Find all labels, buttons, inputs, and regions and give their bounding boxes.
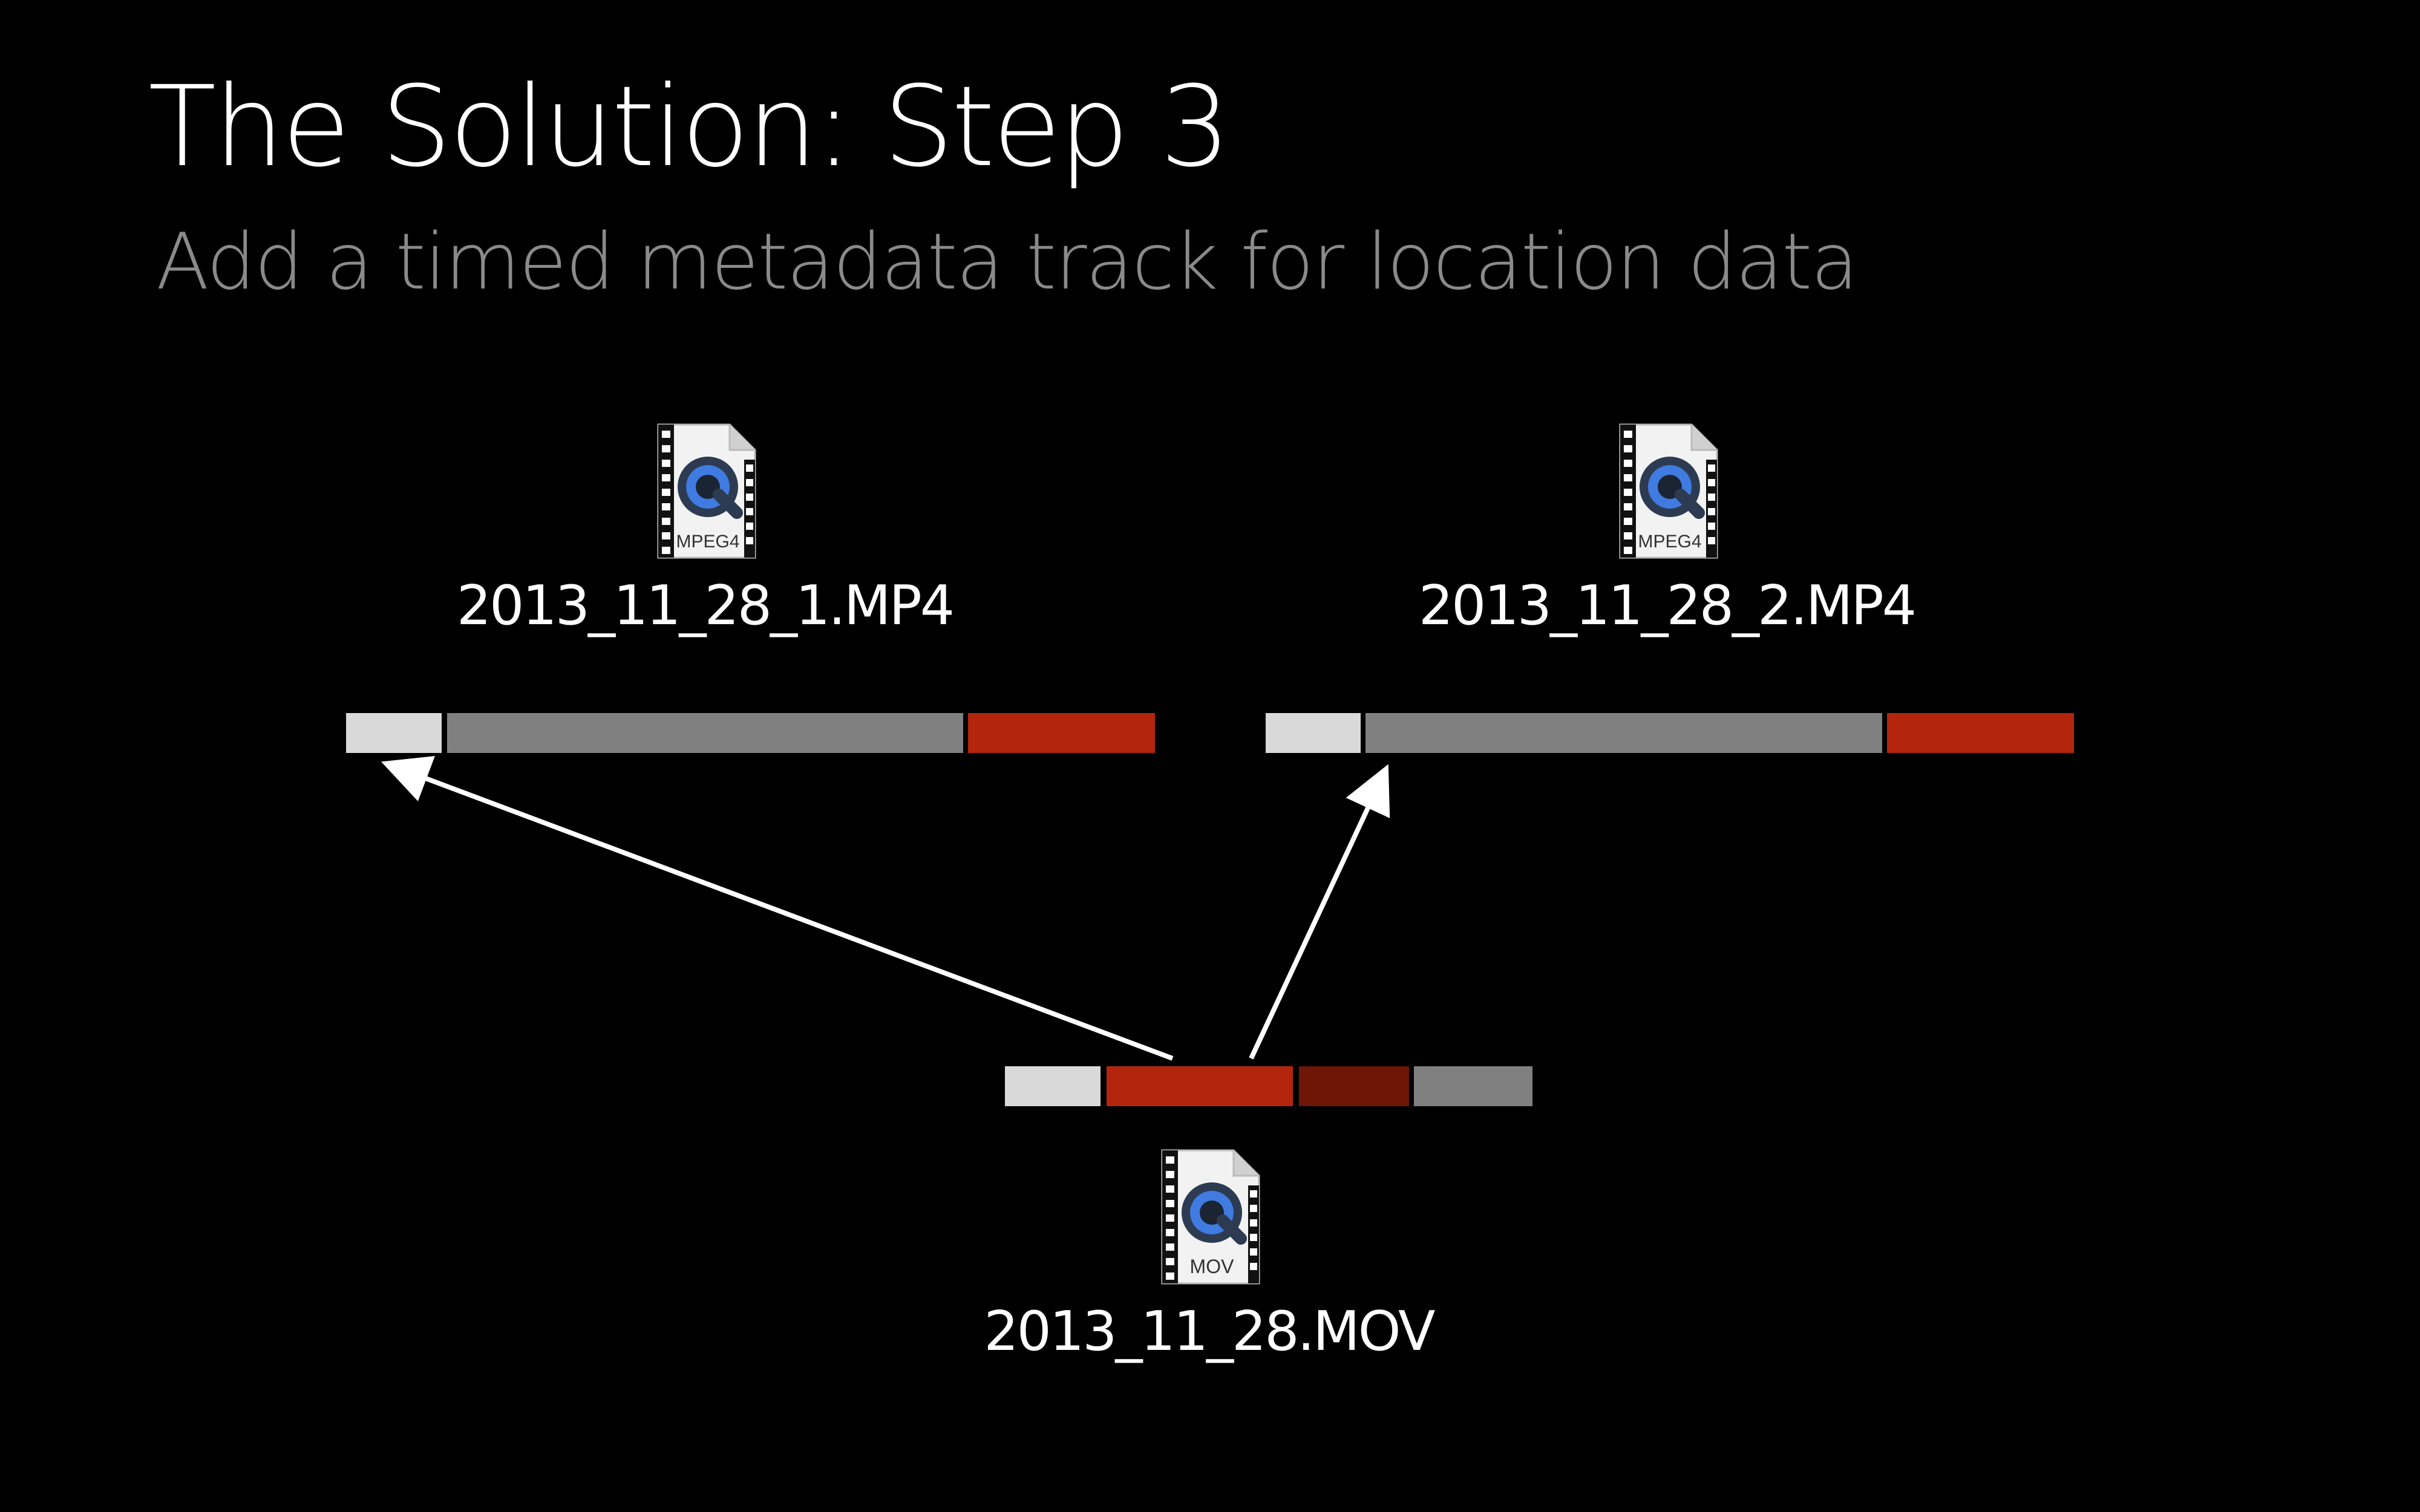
file-mp4-1: MPEG4 2013_11_28_1.MP4 [402, 423, 1007, 637]
arrow-to-mp4-1 [381, 756, 1174, 1061]
file-mp4-2: MPEG4 2013_11_28_2.MP4 [1364, 423, 1969, 637]
mov-header-segment [1005, 1066, 1100, 1106]
file-name: 2013_11_28.MOV [984, 1300, 1435, 1363]
mp4-1-media-segment [447, 713, 963, 753]
file-name: 2013_11_28_1.MP4 [456, 574, 955, 637]
mp4-1-header-segment [346, 713, 442, 753]
file-mov: MOV 2013_11_28.MOV [906, 1149, 1511, 1363]
quicktime-file-icon: MOV [1161, 1149, 1260, 1285]
icon-label: MPEG4 [1638, 532, 1701, 552]
quicktime-file-icon: MPEG4 [657, 423, 756, 559]
mov-media-segment [1414, 1066, 1532, 1106]
slide-title: The Solution: Step 3 [148, 62, 1231, 192]
mp4-2-metadata-segment [1887, 713, 2074, 753]
file-name: 2013_11_28_2.MP4 [1418, 574, 1917, 637]
icon-label: MPEG4 [676, 532, 739, 552]
slide-subtitle: Add a timed metadata track for location … [156, 217, 1859, 307]
arrow-to-mp4-2 [1249, 764, 1390, 1060]
mp4-2-header-segment [1266, 713, 1361, 753]
quicktime-file-icon: MPEG4 [1619, 423, 1718, 559]
mp4-2-media-segment [1365, 713, 1882, 753]
mov-dark-segment [1299, 1066, 1409, 1106]
mov-metadata-segment [1107, 1066, 1293, 1106]
mp4-1-metadata-segment [968, 713, 1155, 753]
icon-label: MOV [1189, 1256, 1234, 1277]
